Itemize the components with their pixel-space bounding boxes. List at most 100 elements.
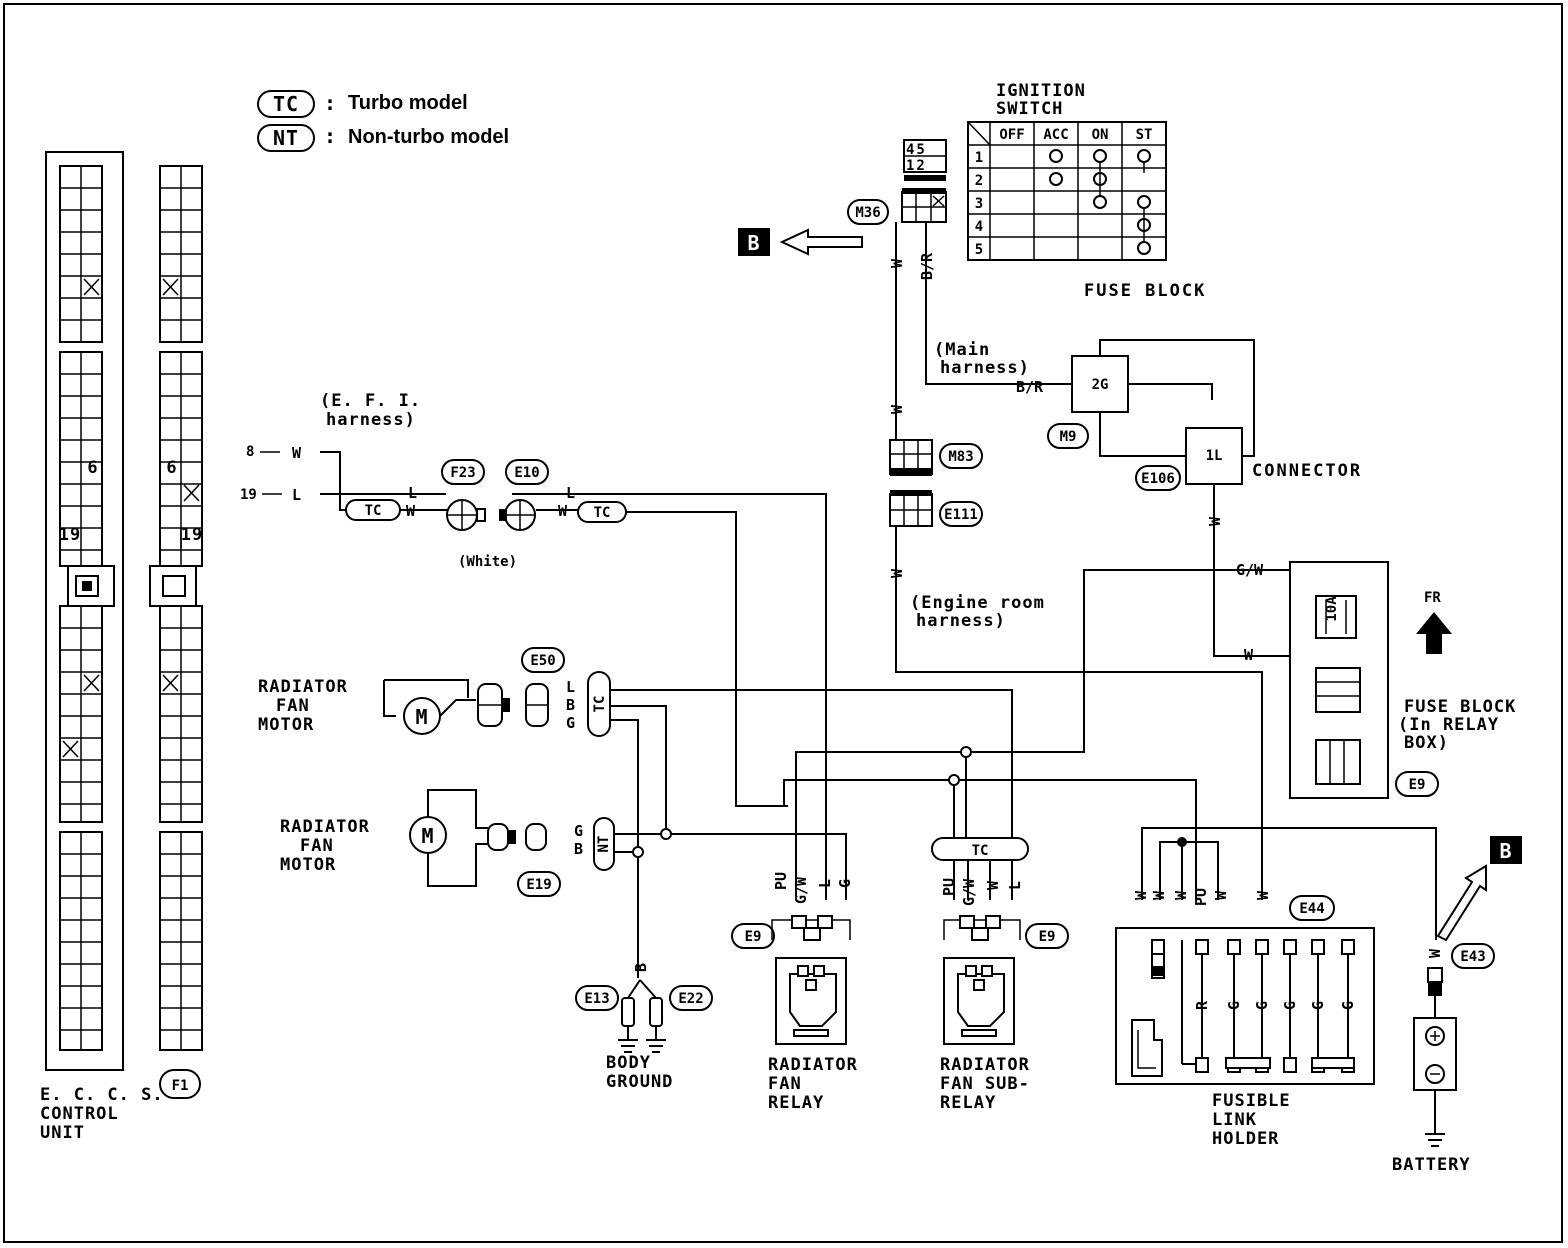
tc-bubble-subrelay <box>931 837 1029 861</box>
legend-tc-text: Turbo model <box>348 92 468 114</box>
efi-harness-2: harness) <box>326 410 416 430</box>
svg-text:W: W <box>1426 948 1444 958</box>
svg-text:RADIATOR: RADIATOR <box>768 1055 858 1075</box>
svg-text:10A: 10A <box>1324 596 1340 622</box>
b-marker-top-text: B <box>747 231 760 255</box>
svg-text:FAN: FAN <box>768 1074 802 1094</box>
e50-tag <box>521 647 565 673</box>
m83-connector: M83 <box>889 439 983 476</box>
battery-body <box>1413 1017 1457 1091</box>
battery: W E43 BATTERY <box>1392 943 1495 1175</box>
e9-box-tag <box>1395 771 1439 797</box>
radiator-fan-motor-1: RADIATOR FAN MOTOR M E50 L B G TC <box>258 647 611 737</box>
ignition-row-3: 3 <box>975 196 983 212</box>
svg-text:E22: E22 <box>678 991 703 1007</box>
legend-nt-text: Non-turbo model <box>348 126 509 148</box>
eccs-label-1: E. C. C. S. <box>40 1085 164 1105</box>
e9-subrelay-tag <box>1025 923 1069 949</box>
svg-text:RELAY: RELAY <box>940 1093 996 1113</box>
ignition-contact <box>1137 195 1151 209</box>
efi-pin-8: 8 <box>246 444 254 460</box>
f1-connector: 6 19 F1 <box>149 165 203 1099</box>
ignition-col-st: ST <box>1136 127 1153 143</box>
ignition-map-bottom: 12 <box>906 158 927 174</box>
connector-label: CONNECTOR <box>1252 461 1362 481</box>
main-harness-2: harness) <box>940 358 1030 378</box>
legend-tc-code: TC <box>273 92 299 116</box>
legend-nt-badge <box>257 124 315 152</box>
fuse-10a <box>1315 595 1357 639</box>
fan-motor-2-symbol <box>409 816 447 854</box>
f1-pin-grid <box>159 165 203 1051</box>
m83-tag-text: M83 <box>948 449 973 465</box>
svg-text:MOTOR: MOTOR <box>258 715 314 735</box>
svg-text:R: R <box>1193 1000 1211 1010</box>
svg-text:PU: PU <box>1192 888 1210 906</box>
f1-tag-text: F1 <box>172 1078 189 1094</box>
svg-text:G/W: G/W <box>792 876 810 904</box>
svg-text:W: W <box>1212 890 1230 900</box>
svg-text:B: B <box>632 963 650 972</box>
e111-tag-text: E111 <box>944 507 978 523</box>
tc-bubble-motor1 <box>587 671 611 737</box>
e10-tag <box>505 459 549 485</box>
svg-text:TC: TC <box>594 505 611 521</box>
m9-tag <box>1047 423 1089 449</box>
eccs-connector-body <box>45 151 124 1071</box>
svg-text:TC: TC <box>592 696 608 713</box>
svg-text:(In RELAY: (In RELAY <box>1398 715 1499 735</box>
f1-lock-tab <box>149 565 197 607</box>
fuse-2g-label: 2G <box>1092 377 1109 393</box>
ignition-col-off: OFF <box>999 127 1024 143</box>
junctions <box>632 746 1187 858</box>
svg-text:RADIATOR: RADIATOR <box>940 1055 1030 1075</box>
m83-tag <box>939 443 983 469</box>
legend-tc-badge <box>257 90 315 118</box>
ignition-row-4: 4 <box>975 219 983 235</box>
svg-text:GROUND: GROUND <box>606 1072 673 1092</box>
diagram-border <box>3 3 1563 1243</box>
e43-tag <box>1451 943 1495 969</box>
ignition-title-2: SWITCH <box>996 99 1063 119</box>
svg-text:B/R: B/R <box>1016 378 1044 396</box>
svg-text:RELAY: RELAY <box>768 1093 824 1113</box>
svg-text:G: G <box>574 822 583 840</box>
efi-harness: (E. F. I. harness) 8 W 19 L TC L W F23 E… <box>240 391 627 570</box>
svg-text:FUSE BLOCK: FUSE BLOCK <box>1404 697 1516 717</box>
eccs-pin-6-label: 6 <box>87 458 98 478</box>
m9-tag-text: M9 <box>1060 429 1077 445</box>
engine-room-harness-1: (Engine room <box>910 593 1045 613</box>
e13-tag <box>575 985 619 1011</box>
svg-text:B: B <box>566 696 575 714</box>
eccs-pin-grid <box>59 165 103 1051</box>
eccs-label-2: CONTROL <box>40 1104 119 1124</box>
legend-sep-2: : <box>324 124 337 148</box>
svg-text:FAN: FAN <box>300 836 334 856</box>
fan-subrelay-body <box>943 957 1015 1045</box>
svg-text:LINK: LINK <box>1212 1110 1257 1130</box>
ignition-contact <box>1049 149 1063 163</box>
svg-text:BODY: BODY <box>606 1053 651 1073</box>
svg-text:L: L <box>566 678 575 696</box>
b-marker-right-text: B <box>1499 839 1512 863</box>
nt-bubble <box>593 817 615 871</box>
svg-text:L: L <box>292 486 301 504</box>
main-harness-1: (Main <box>934 340 990 360</box>
svg-text:E9: E9 <box>745 929 762 945</box>
b-arrow-top <box>779 228 863 256</box>
ignition-row-5: 5 <box>975 242 983 258</box>
svg-text:E13: E13 <box>584 991 609 1007</box>
svg-text:G: G <box>566 714 575 732</box>
m36-tag <box>847 199 889 225</box>
svg-text:E9: E9 <box>1039 929 1056 945</box>
svg-text:W: W <box>984 880 1002 890</box>
ignition-contact <box>1137 241 1151 255</box>
e106-tag <box>1135 465 1181 491</box>
fr-label: FR <box>1424 590 1441 606</box>
svg-text:RADIATOR: RADIATOR <box>280 817 370 837</box>
e106-tag-text: E106 <box>1141 471 1175 487</box>
e9-relay-tag <box>731 923 775 949</box>
f1-pin-6-label: 6 <box>166 458 177 478</box>
white-label: (White) <box>458 554 517 570</box>
